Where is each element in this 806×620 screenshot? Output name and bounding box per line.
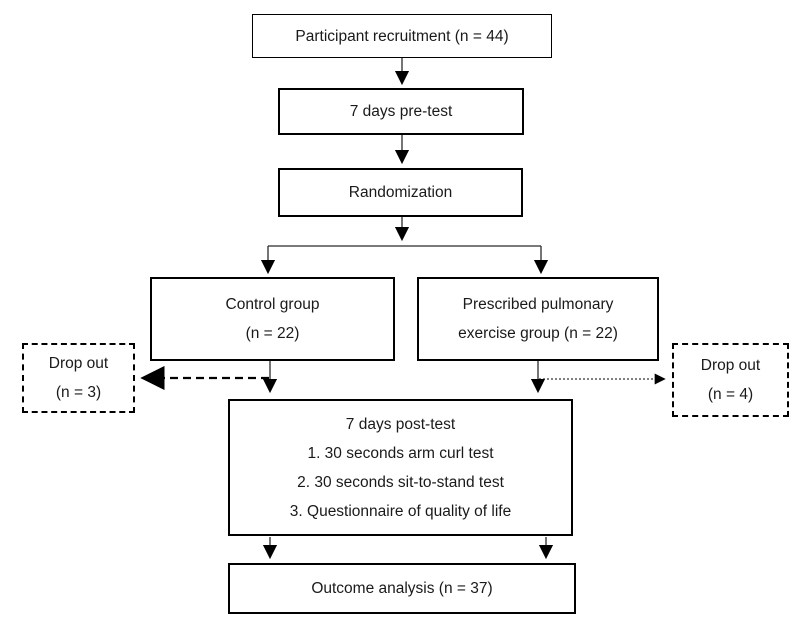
node-exercise-group-line1: Prescribed pulmonary <box>462 296 614 313</box>
node-posttest-line4: 3. Questionnaire of quality of life <box>289 502 512 520</box>
node-randomization: Randomization <box>278 168 523 217</box>
node-randomization-label: Randomization <box>348 184 453 201</box>
node-posttest-line3: 2. 30 seconds sit-to-stand test <box>297 473 504 491</box>
node-posttest-line1: 7 days post-test <box>345 415 456 433</box>
node-dropout-right-line2: (n = 4) <box>707 386 754 403</box>
node-posttest: 7 days post-test 1. 30 seconds arm curl … <box>228 399 573 536</box>
node-control-group-line1: Control group <box>225 296 320 313</box>
node-control-group: Control group (n = 22) <box>150 277 395 361</box>
node-dropout-left-line1: Drop out <box>48 355 109 372</box>
node-dropout-left-line2: (n = 3) <box>55 384 102 401</box>
node-pretest: 7 days pre-test <box>278 88 524 135</box>
node-exercise-group-line2: exercise group (n = 22) <box>458 325 618 342</box>
node-dropout-left: Drop out (n = 3) <box>22 343 135 413</box>
node-outcome-analysis: Outcome analysis (n = 37) <box>228 563 576 614</box>
node-dropout-right: Drop out (n = 4) <box>672 343 789 417</box>
node-exercise-group: Prescribed pulmonary exercise group (n =… <box>417 277 659 361</box>
node-participant-recruitment: Participant recruitment (n = 44) <box>252 14 552 58</box>
node-dropout-right-line1: Drop out <box>700 357 761 374</box>
node-outcome-analysis-label: Outcome analysis (n = 37) <box>311 580 493 597</box>
node-control-group-line2: (n = 22) <box>245 325 300 342</box>
node-pretest-label: 7 days pre-test <box>349 103 453 120</box>
node-posttest-line2: 1. 30 seconds arm curl test <box>307 444 494 462</box>
node-participant-recruitment-label: Participant recruitment (n = 44) <box>295 27 509 45</box>
